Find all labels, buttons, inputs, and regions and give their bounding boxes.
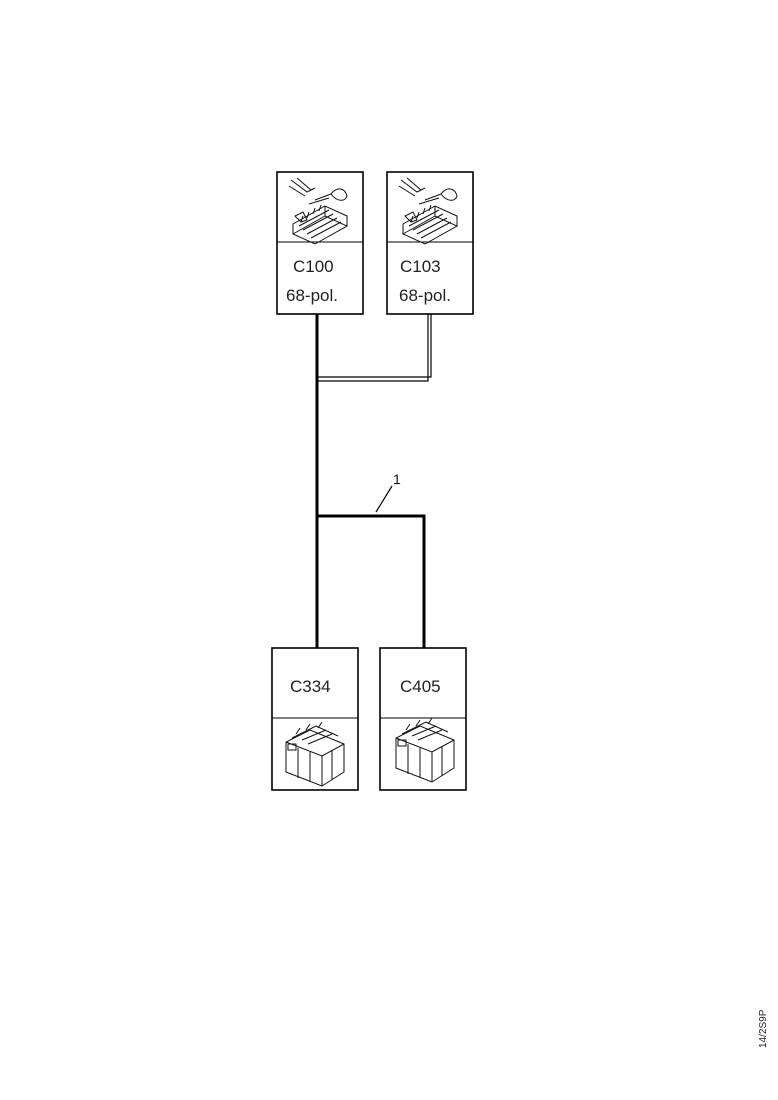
connector-c100: C100 68-pol. (276, 171, 364, 315)
connector-c405: C405 (379, 647, 467, 791)
callout-label: 1 (393, 471, 401, 487)
wire-harness (315, 314, 432, 648)
connector-pin-count: 68-pol. (286, 286, 338, 305)
harness-connector-icon (288, 177, 349, 245)
connector-c103: C103 68-pol. (386, 171, 474, 315)
module-connector-icon (395, 717, 455, 783)
module-connector-icon (285, 721, 345, 787)
connector-label: C103 (400, 257, 441, 276)
connector-label: C334 (290, 677, 331, 696)
harness-connector-icon (398, 177, 459, 245)
connector-label: C405 (400, 677, 441, 696)
callout-1: 1 (375, 471, 401, 513)
connector-label: C100 (293, 257, 334, 276)
drawing-id: 14/2S9P (758, 1009, 769, 1048)
connector-pin-count: 68-pol. (399, 286, 451, 305)
connector-c334: C334 (271, 647, 359, 791)
